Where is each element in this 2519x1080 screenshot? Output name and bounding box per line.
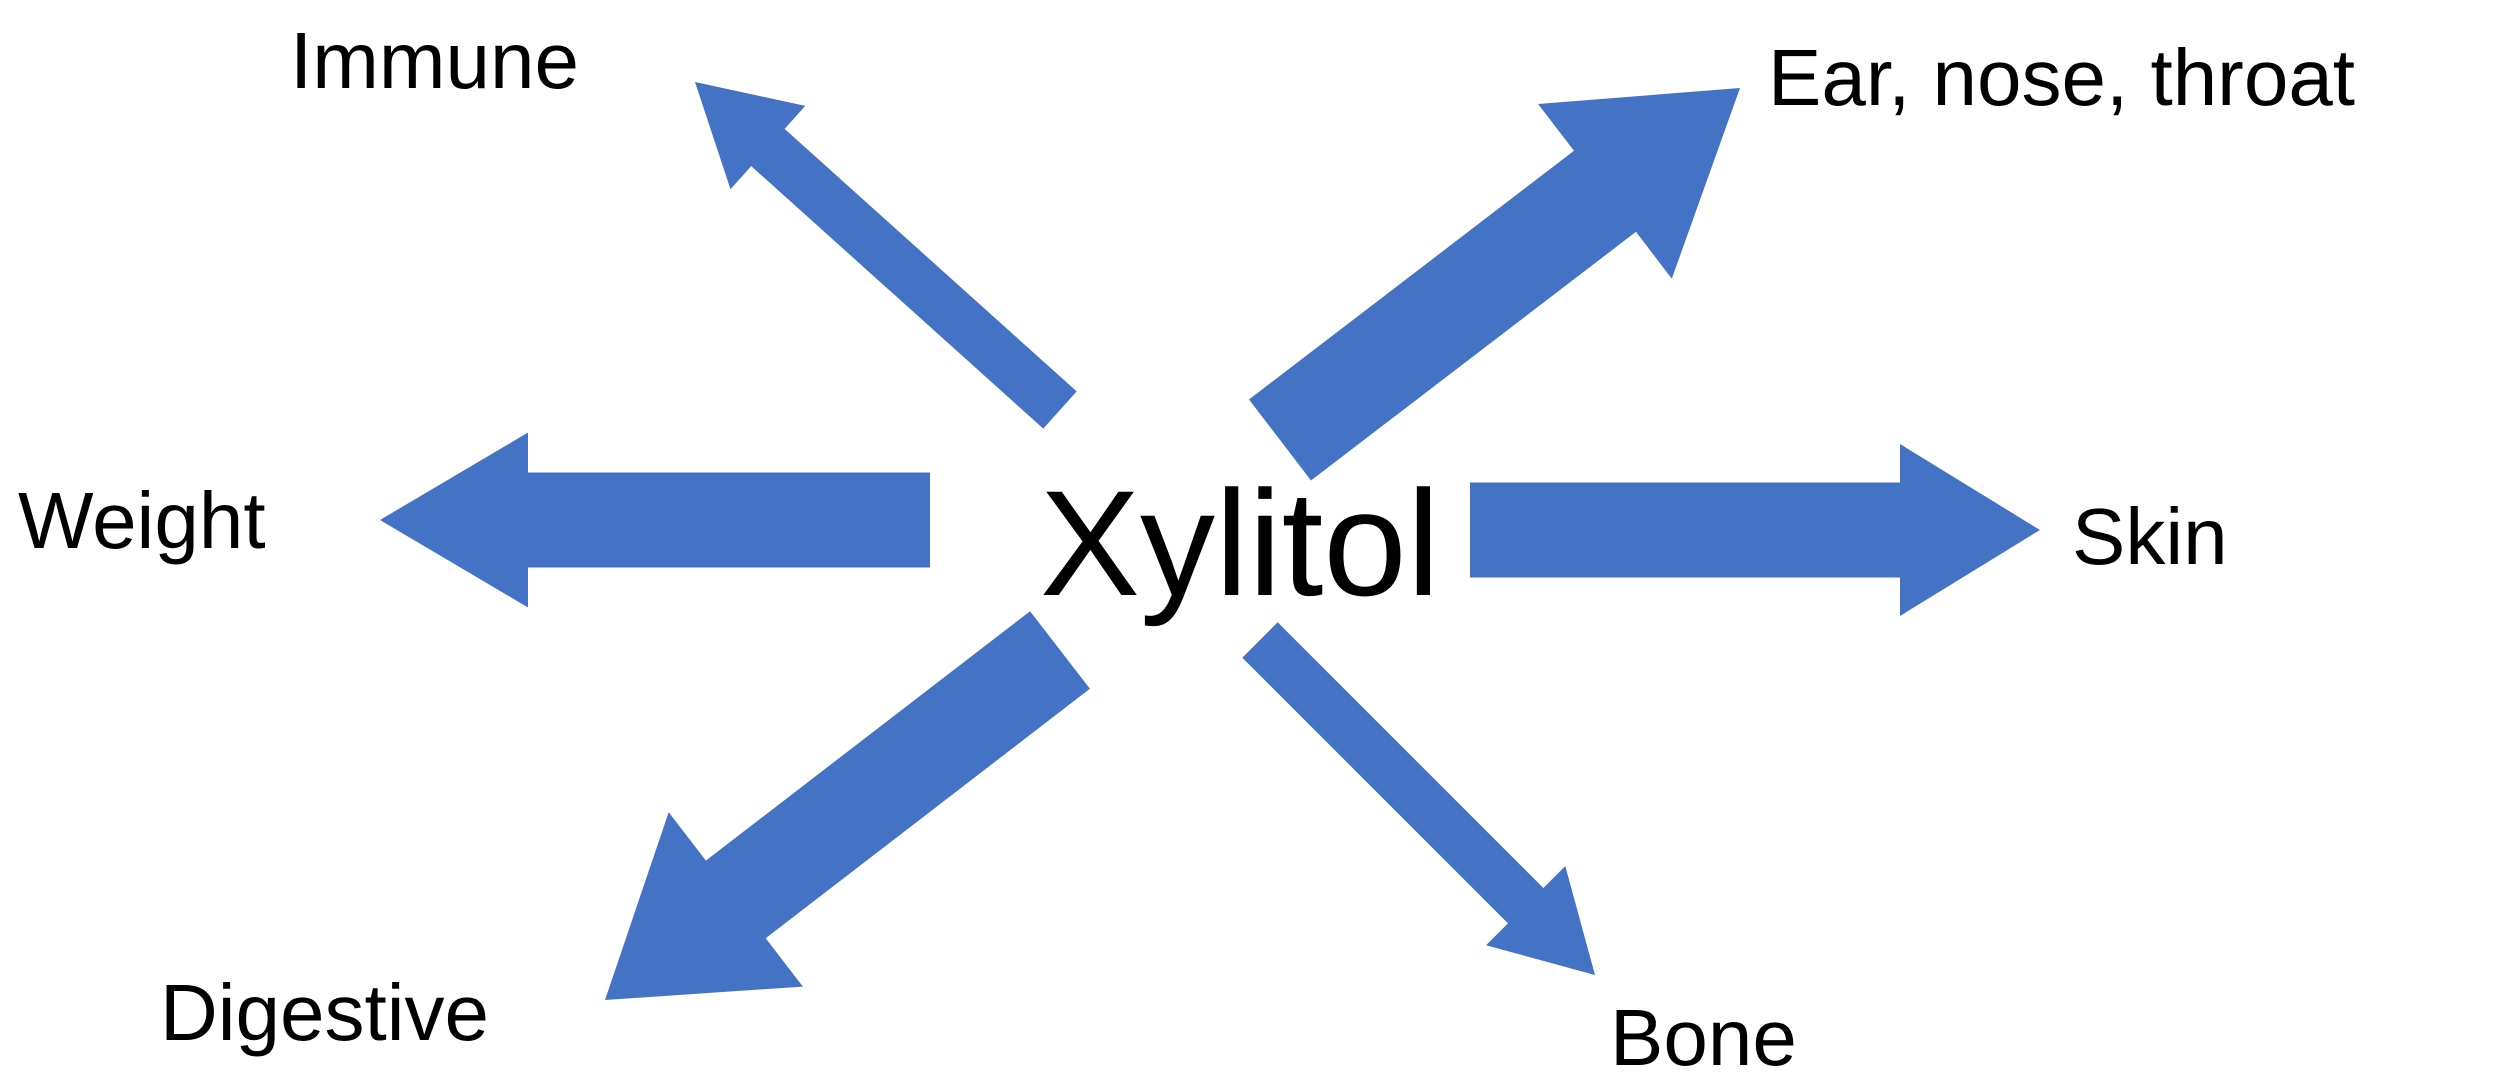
node-label-weight: Weight: [18, 476, 266, 565]
node-label-ear-nose-throat: Ear, nose, throat: [1768, 33, 2355, 122]
arrow-group: [380, 82, 2040, 1000]
node-label-bone: Bone: [1610, 993, 1797, 1080]
arrow-to-digestive: [605, 611, 1090, 1000]
center-label: Xylitol: [1040, 459, 1440, 627]
arrow-to-ear-nose-throat: [1249, 88, 1740, 481]
node-label-digestive: Digestive: [160, 968, 489, 1057]
arrow-to-bone: [1242, 622, 1595, 975]
arrow-to-skin: [1470, 444, 2040, 616]
arrow-to-immune: [695, 82, 1077, 429]
arrow-to-weight: [380, 432, 930, 608]
node-label-immune: Immune: [290, 16, 579, 105]
node-label-skin: Skin: [2072, 492, 2228, 581]
